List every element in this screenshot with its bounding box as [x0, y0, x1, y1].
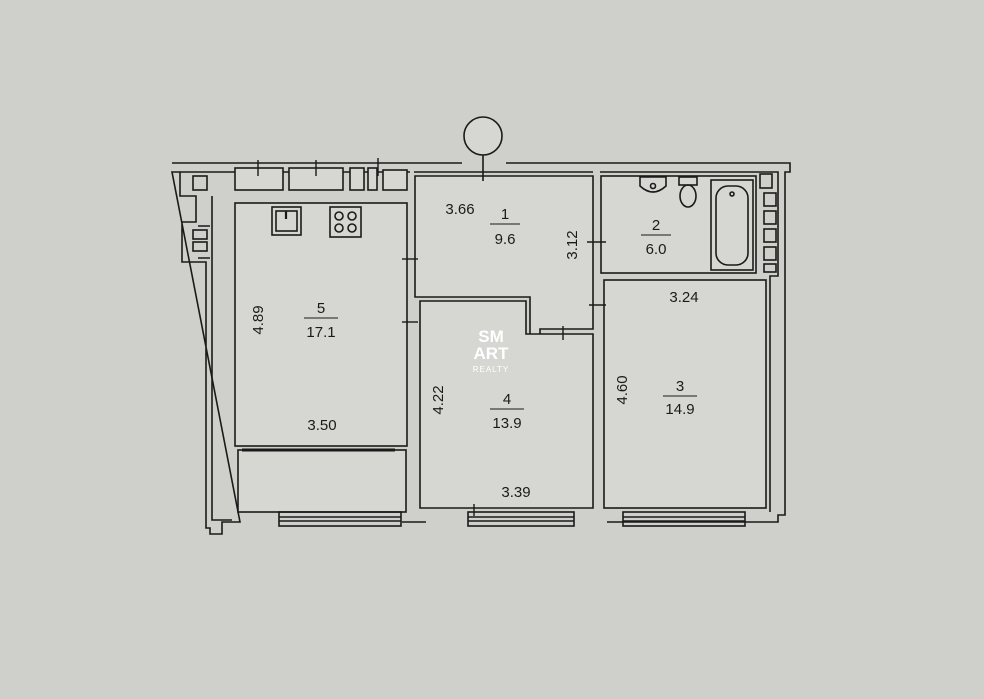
- room-3-outline: [603, 279, 767, 509]
- north-compass-icon: [463, 116, 503, 181]
- watermark-logo: SM ART REALTY: [473, 327, 510, 374]
- room-5-outline: [234, 202, 408, 447]
- left-niche-1: [192, 175, 208, 191]
- watermark-line-1: SM: [478, 327, 504, 346]
- top-cabinet-3: [349, 167, 365, 191]
- balcony-outline: [237, 449, 407, 513]
- right-vent-3: [763, 210, 777, 225]
- room-4-label: 4 13.9: [490, 391, 524, 432]
- room-3-area: 14.9: [665, 401, 694, 418]
- window-room-3: [622, 511, 746, 527]
- room-5-number: 5: [317, 300, 325, 317]
- bathtub-icon: [710, 179, 754, 271]
- room-4-number: 4: [503, 391, 511, 408]
- dim-room-3-width: 3.24: [669, 289, 698, 306]
- right-vent-4: [763, 228, 777, 243]
- dim-room-1-width: 3.66: [445, 201, 474, 218]
- top-cabinet-1: [234, 167, 284, 191]
- watermark-line-2: ART: [474, 344, 510, 363]
- outer-wall: [171, 162, 791, 535]
- top-cabinet-4: [367, 167, 378, 191]
- room-1-area: 9.6: [495, 231, 516, 248]
- room-2-outline: [600, 175, 757, 274]
- room-4-area: 13.9: [492, 415, 521, 432]
- dim-room-3-depth: 4.60: [614, 375, 631, 404]
- right-vent-1: [759, 173, 773, 189]
- room-2-number: 2: [652, 217, 660, 234]
- right-vent-6: [763, 263, 777, 273]
- right-vent-2: [763, 192, 777, 207]
- room-5-label: 5 17.1: [304, 300, 338, 341]
- dim-room-4-width: 3.39: [501, 484, 530, 501]
- right-vent-5: [763, 246, 777, 261]
- dim-room-5-width: 3.50: [307, 417, 336, 434]
- left-niche-3: [192, 241, 208, 252]
- room-2-label: 2 6.0: [641, 217, 671, 258]
- door-markers: [257, 158, 606, 516]
- stove-icon: [329, 206, 362, 238]
- dim-room-1-depth: 3.12: [564, 230, 581, 259]
- window-room-4: [467, 511, 575, 527]
- window-room-5: [278, 511, 402, 527]
- room-1-label: 1 9.6: [490, 206, 520, 248]
- sink-icon: [271, 206, 302, 236]
- dim-room-4-depth: 4.22: [430, 385, 447, 414]
- dim-room-5-depth: 4.89: [250, 305, 267, 334]
- room-3-number: 3: [676, 378, 684, 395]
- room-5-area: 17.1: [306, 324, 335, 341]
- watermark-line-3: REALTY: [473, 365, 510, 374]
- room-2-area: 6.0: [646, 241, 667, 258]
- top-cabinet-5: [382, 169, 408, 191]
- room-4-outline: [419, 300, 594, 509]
- room-1-number: 1: [501, 206, 509, 223]
- washbasin-icon: [639, 176, 667, 193]
- toilet-icon: [678, 176, 698, 208]
- room-3-label: 3 14.9: [663, 378, 697, 418]
- left-niche-2: [192, 229, 208, 240]
